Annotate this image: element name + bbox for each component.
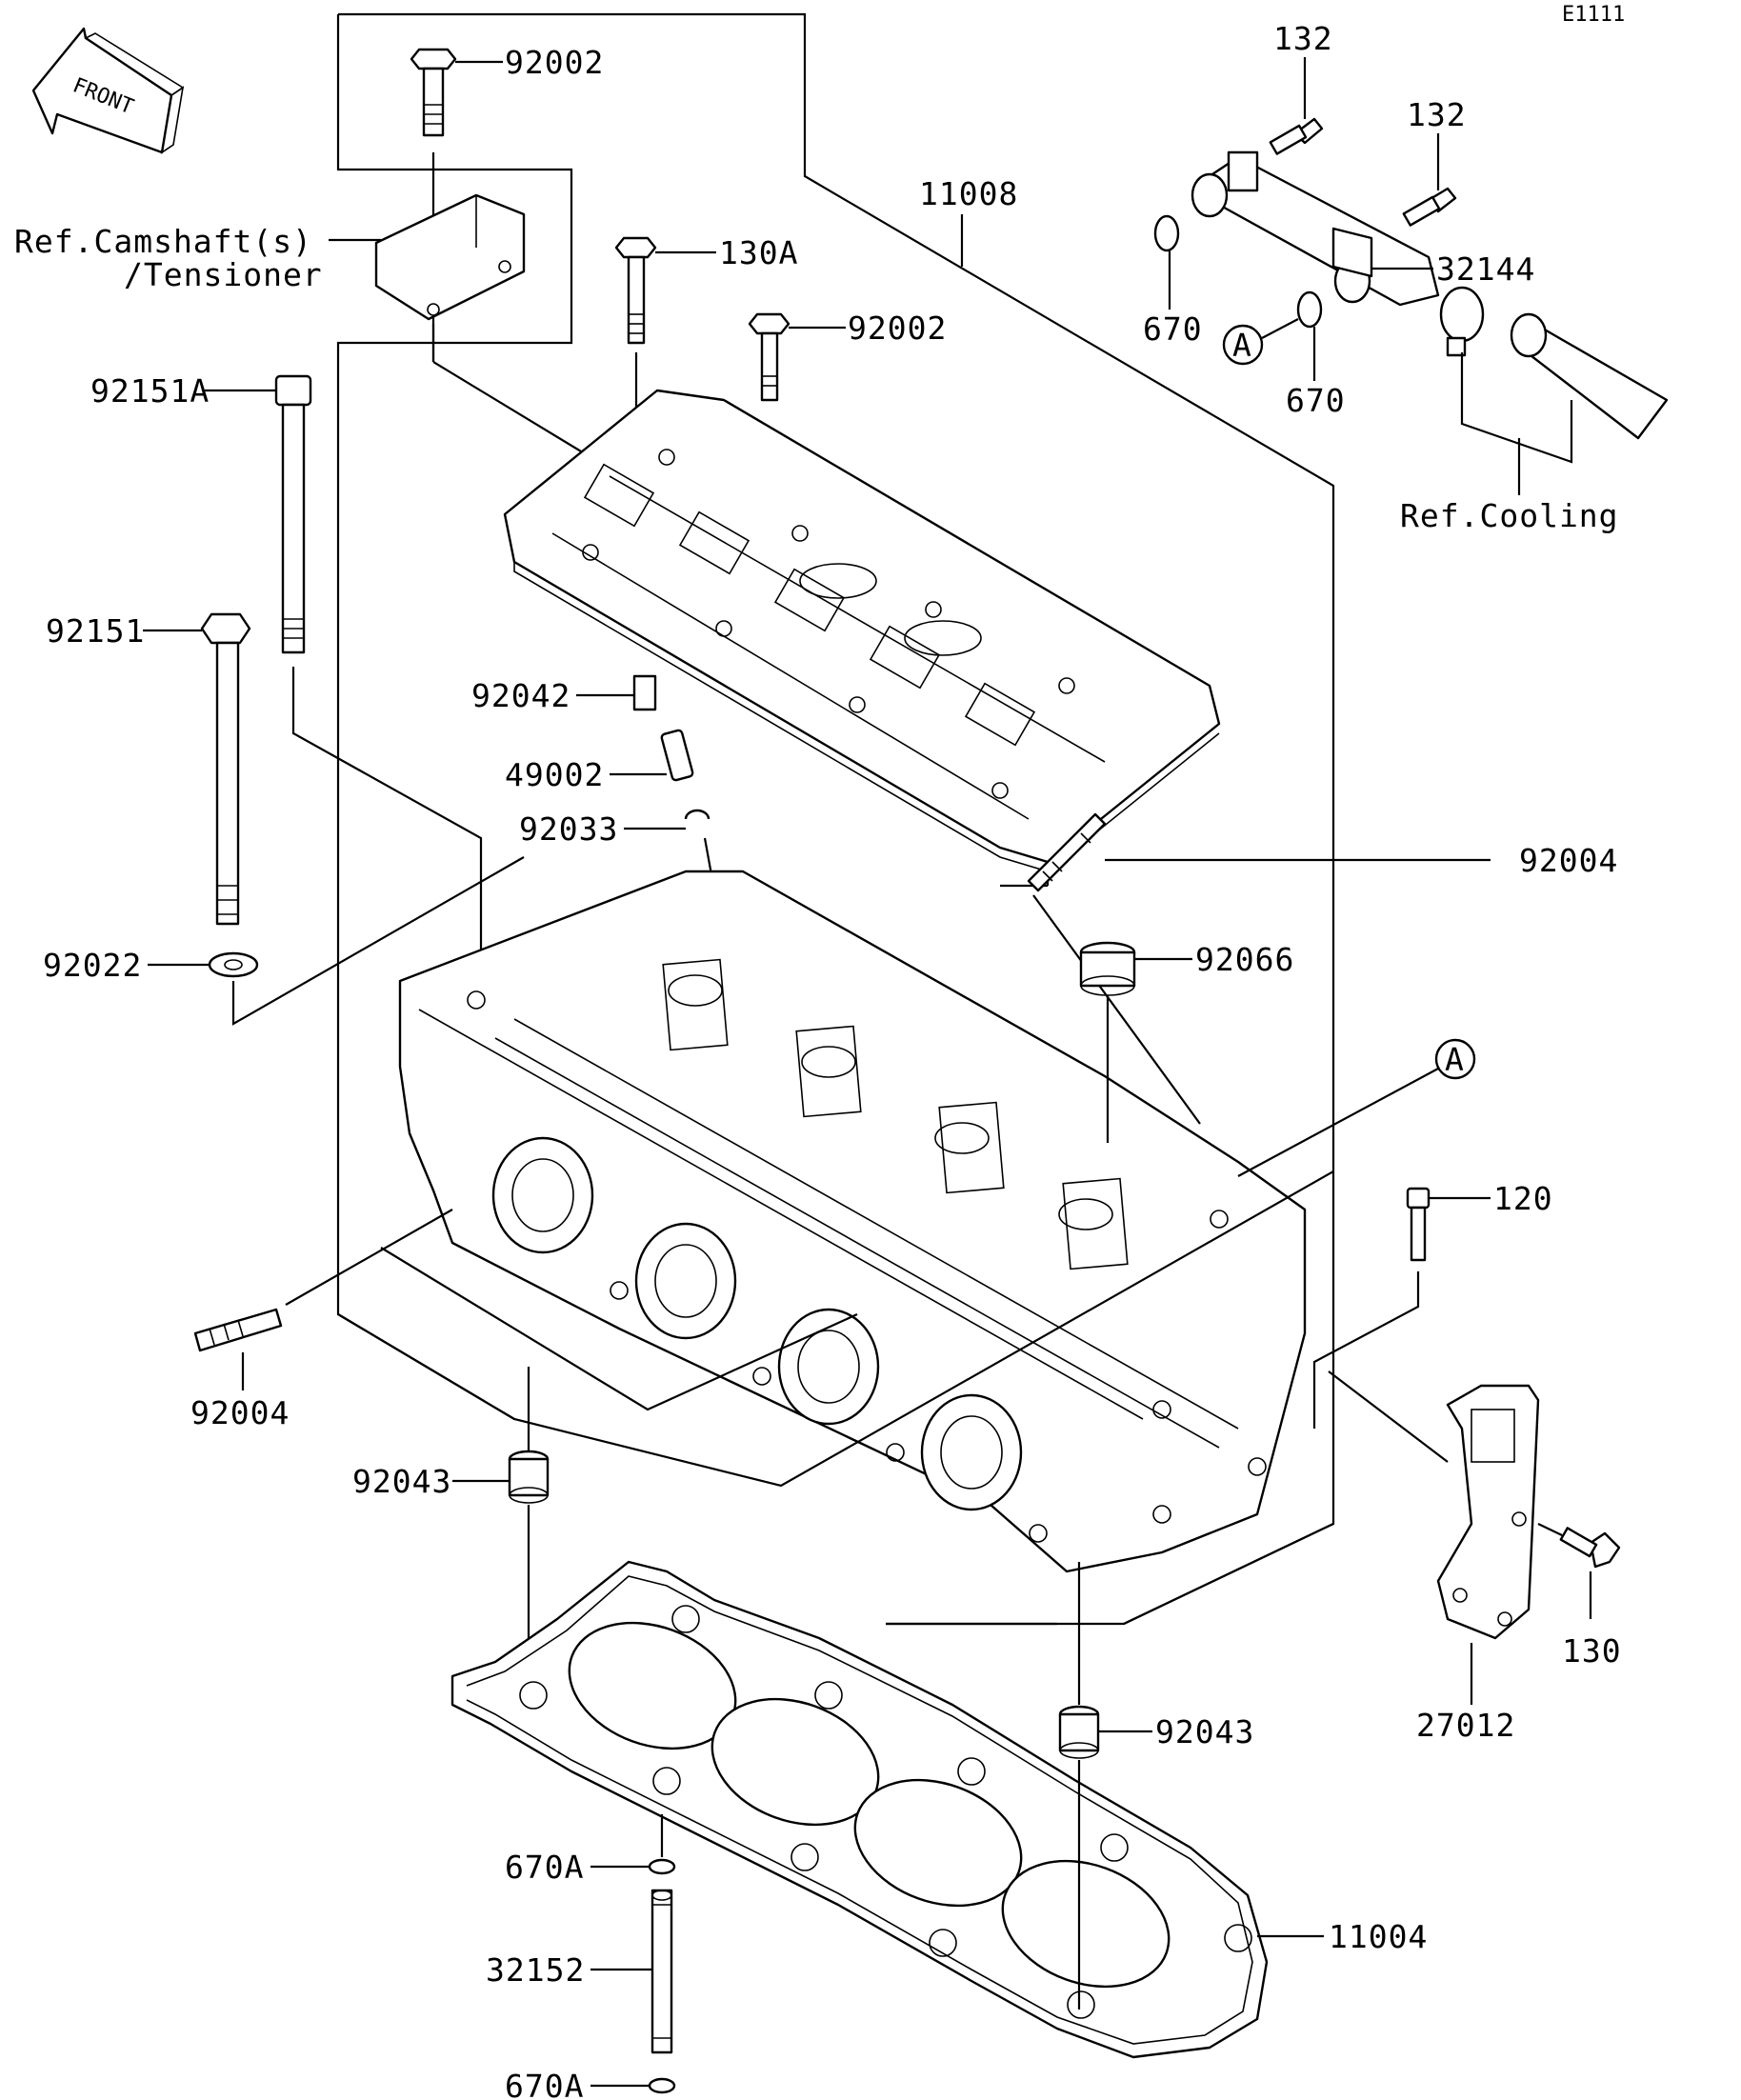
label-11008: 11008 — [919, 175, 1018, 212]
ref-camshaft-line1: Ref.Camshaft(s) — [14, 223, 312, 260]
bolt-92002-second — [748, 312, 790, 402]
label-670A-lower: 670A — [505, 2068, 584, 2100]
label-92066: 92066 — [1195, 941, 1294, 978]
bolt-132-second — [1402, 187, 1457, 227]
bolt-92151A — [274, 374, 312, 654]
label-92042: 92042 — [471, 677, 570, 714]
label-132-first: 132 — [1273, 20, 1333, 57]
label-27012: 27012 — [1416, 1707, 1515, 1744]
label-92151A: 92151A — [90, 372, 210, 410]
label-92004-lower: 92004 — [190, 1394, 290, 1431]
label-92033: 92033 — [519, 810, 618, 848]
label-130A: 130A — [719, 234, 798, 271]
callout-a-top-label: A — [1232, 327, 1252, 364]
label-130: 130 — [1562, 1632, 1622, 1670]
cooling-hose-part — [1510, 312, 1669, 440]
label-92151: 92151 — [46, 612, 145, 650]
label-92043-left: 92043 — [352, 1463, 451, 1500]
label-92002-top: 92002 — [505, 44, 604, 81]
ref-camshaft-line2: /Tensioner — [124, 256, 323, 293]
hose-clamp-part — [1439, 286, 1485, 357]
camshaft-tensioner-ref-part — [374, 193, 526, 321]
label-120: 120 — [1493, 1180, 1553, 1217]
bolt-130 — [1559, 1527, 1621, 1569]
o-ring-670-first — [1153, 214, 1180, 252]
callout-a-right — [1434, 1038, 1476, 1080]
bolt-130A — [614, 236, 657, 345]
callout-a-right-label: A — [1445, 1041, 1465, 1078]
label-11004: 11004 — [1329, 1918, 1428, 1955]
diagram-code: E1111 — [1562, 3, 1625, 27]
label-92022: 92022 — [43, 947, 142, 984]
cylinder-head-part — [398, 870, 1307, 1573]
bolt-120 — [1406, 1187, 1431, 1262]
dowel-92043-left — [508, 1450, 550, 1504]
coolant-pipe-32144 — [1191, 150, 1440, 307]
bolt-132-first — [1269, 117, 1324, 155]
stud-92004-upper — [1027, 812, 1107, 892]
head-gasket-11004 — [450, 1560, 1269, 2059]
label-670A-upper: 670A — [505, 1849, 584, 1886]
pipe-32152 — [650, 1889, 673, 2054]
dowel-92042 — [632, 674, 657, 711]
label-32144: 32144 — [1436, 250, 1535, 288]
bracket-27012 — [1436, 1384, 1540, 1640]
o-ring-670A-upper — [648, 1858, 676, 1875]
ref-cooling-label: Ref.Cooling — [1400, 497, 1619, 534]
front-arrow-icon: FRONT — [31, 27, 185, 154]
label-49002: 49002 — [505, 756, 604, 793]
label-132-second: 132 — [1407, 96, 1467, 133]
clip-92033 — [684, 809, 710, 820]
bolt-92151 — [200, 612, 251, 926]
label-92004-upper: 92004 — [1519, 842, 1618, 879]
dowel-92043-right — [1058, 1705, 1100, 1759]
o-ring-670A-lower — [648, 2077, 676, 2094]
lifter-49002 — [660, 729, 694, 782]
o-ring-670-second — [1296, 290, 1323, 329]
label-670-second: 670 — [1286, 382, 1346, 419]
bolt-92002-top — [410, 48, 457, 137]
label-32152: 32152 — [486, 1951, 585, 1989]
label-92002-second: 92002 — [848, 310, 947, 347]
plug-92066 — [1079, 941, 1136, 996]
camshaft-holder-part — [503, 389, 1221, 872]
label-92043-right: 92043 — [1155, 1713, 1254, 1750]
stud-92004-lower — [193, 1308, 283, 1352]
washer-92022 — [208, 951, 259, 978]
label-670-first: 670 — [1143, 310, 1203, 348]
callout-a-top — [1222, 324, 1264, 366]
